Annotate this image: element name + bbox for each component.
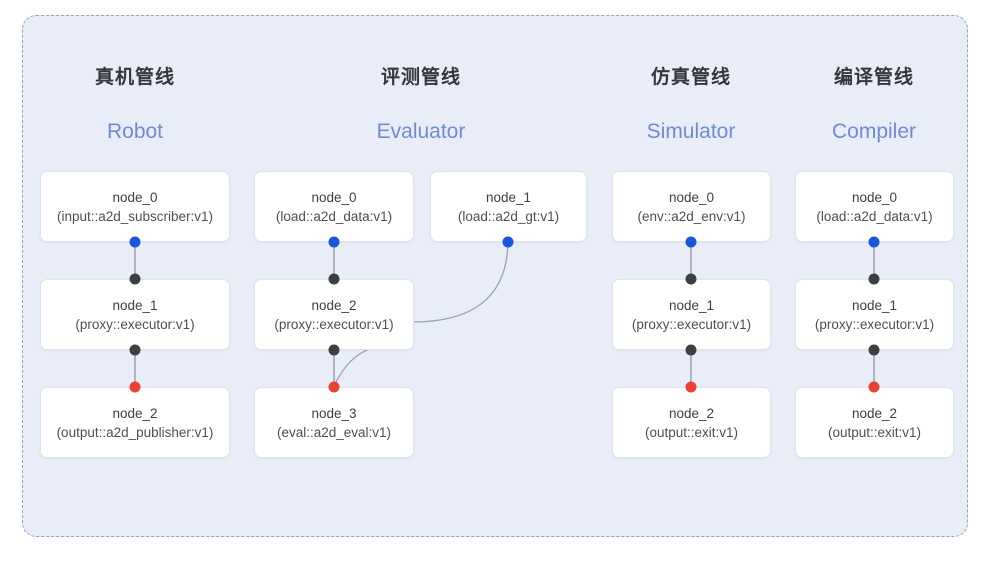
node-name: node_2 bbox=[311, 297, 357, 313]
port-output-compiler-2[interactable] bbox=[868, 381, 880, 393]
node-compiler-2[interactable]: node_2 (output::exit:v1) bbox=[795, 387, 954, 458]
port-input-evaluator-0[interactable] bbox=[328, 236, 340, 248]
node-name: node_0 bbox=[851, 189, 898, 205]
node-simulator-0[interactable]: node_0 (env::a2d_env:v1) bbox=[612, 171, 771, 242]
node-name: node_0 bbox=[112, 189, 158, 205]
port-top-evaluator-2[interactable] bbox=[328, 273, 340, 285]
node-simulator-2[interactable]: node_2 (output::exit:v1) bbox=[612, 387, 771, 458]
port-input-simulator-0[interactable] bbox=[685, 236, 697, 248]
node-name: node_1 bbox=[668, 297, 715, 313]
node-name: node_0 bbox=[311, 189, 357, 205]
node-type: (input::a2d_subscriber:v1) bbox=[56, 208, 214, 224]
port-output-robot-2[interactable] bbox=[129, 381, 141, 393]
node-compiler-0[interactable]: node_0 (load::a2d_data:v1) bbox=[795, 171, 954, 242]
node-type: (proxy::executor:v1) bbox=[631, 316, 752, 332]
node-name: node_2 bbox=[851, 405, 898, 421]
port-bottom-robot-1[interactable] bbox=[129, 344, 141, 356]
node-type: (proxy::executor:v1) bbox=[75, 316, 195, 332]
node-type: (proxy::executor:v1) bbox=[274, 316, 394, 332]
node-compiler-1[interactable]: node_1 (proxy::executor:v1) bbox=[795, 279, 954, 350]
node-name: node_0 bbox=[668, 189, 715, 205]
node-type: (output::a2d_publisher:v1) bbox=[56, 424, 214, 440]
node-robot-1[interactable]: node_1 (proxy::executor:v1) bbox=[40, 279, 230, 350]
port-output-evaluator-3[interactable] bbox=[328, 381, 340, 393]
node-type: (output::exit:v1) bbox=[644, 424, 739, 440]
port-output-simulator-2[interactable] bbox=[685, 381, 697, 393]
node-evaluator-2[interactable]: node_2 (proxy::executor:v1) bbox=[254, 279, 414, 350]
node-type: (eval::a2d_eval:v1) bbox=[276, 424, 392, 440]
node-name: node_3 bbox=[311, 405, 357, 421]
node-type: (proxy::executor:v1) bbox=[814, 316, 935, 332]
node-evaluator-1[interactable]: node_1 (load::a2d_gt:v1) bbox=[430, 171, 587, 242]
node-evaluator-0[interactable]: node_0 (load::a2d_data:v1) bbox=[254, 171, 414, 242]
port-input-compiler-0[interactable] bbox=[868, 236, 880, 248]
node-simulator-1[interactable]: node_1 (proxy::executor:v1) bbox=[612, 279, 771, 350]
port-bottom-evaluator-2[interactable] bbox=[328, 344, 340, 356]
node-type: (load::a2d_gt:v1) bbox=[457, 208, 560, 224]
node-name: node_2 bbox=[668, 405, 715, 421]
port-input-evaluator-1[interactable] bbox=[502, 236, 514, 248]
node-type: (load::a2d_data:v1) bbox=[816, 208, 933, 224]
port-top-simulator-1[interactable] bbox=[685, 273, 697, 285]
port-input-robot-0[interactable] bbox=[129, 236, 141, 248]
port-top-robot-1[interactable] bbox=[129, 273, 141, 285]
port-top-compiler-1[interactable] bbox=[868, 273, 880, 285]
node-type: (output::exit:v1) bbox=[827, 424, 922, 440]
node-name: node_1 bbox=[112, 297, 158, 313]
port-bottom-simulator-1[interactable] bbox=[685, 344, 697, 356]
node-name: node_1 bbox=[851, 297, 898, 313]
node-name: node_2 bbox=[112, 405, 158, 421]
port-bottom-compiler-1[interactable] bbox=[868, 344, 880, 356]
pipeline-dashed-container bbox=[22, 15, 968, 537]
node-robot-2[interactable]: node_2 (output::a2d_publisher:v1) bbox=[40, 387, 230, 458]
node-name: node_1 bbox=[485, 189, 532, 205]
node-type: (env::a2d_env:v1) bbox=[637, 208, 746, 224]
node-type: (load::a2d_data:v1) bbox=[275, 208, 393, 224]
node-robot-0[interactable]: node_0 (input::a2d_subscriber:v1) bbox=[40, 171, 230, 242]
node-evaluator-3[interactable]: node_3 (eval::a2d_eval:v1) bbox=[254, 387, 414, 458]
